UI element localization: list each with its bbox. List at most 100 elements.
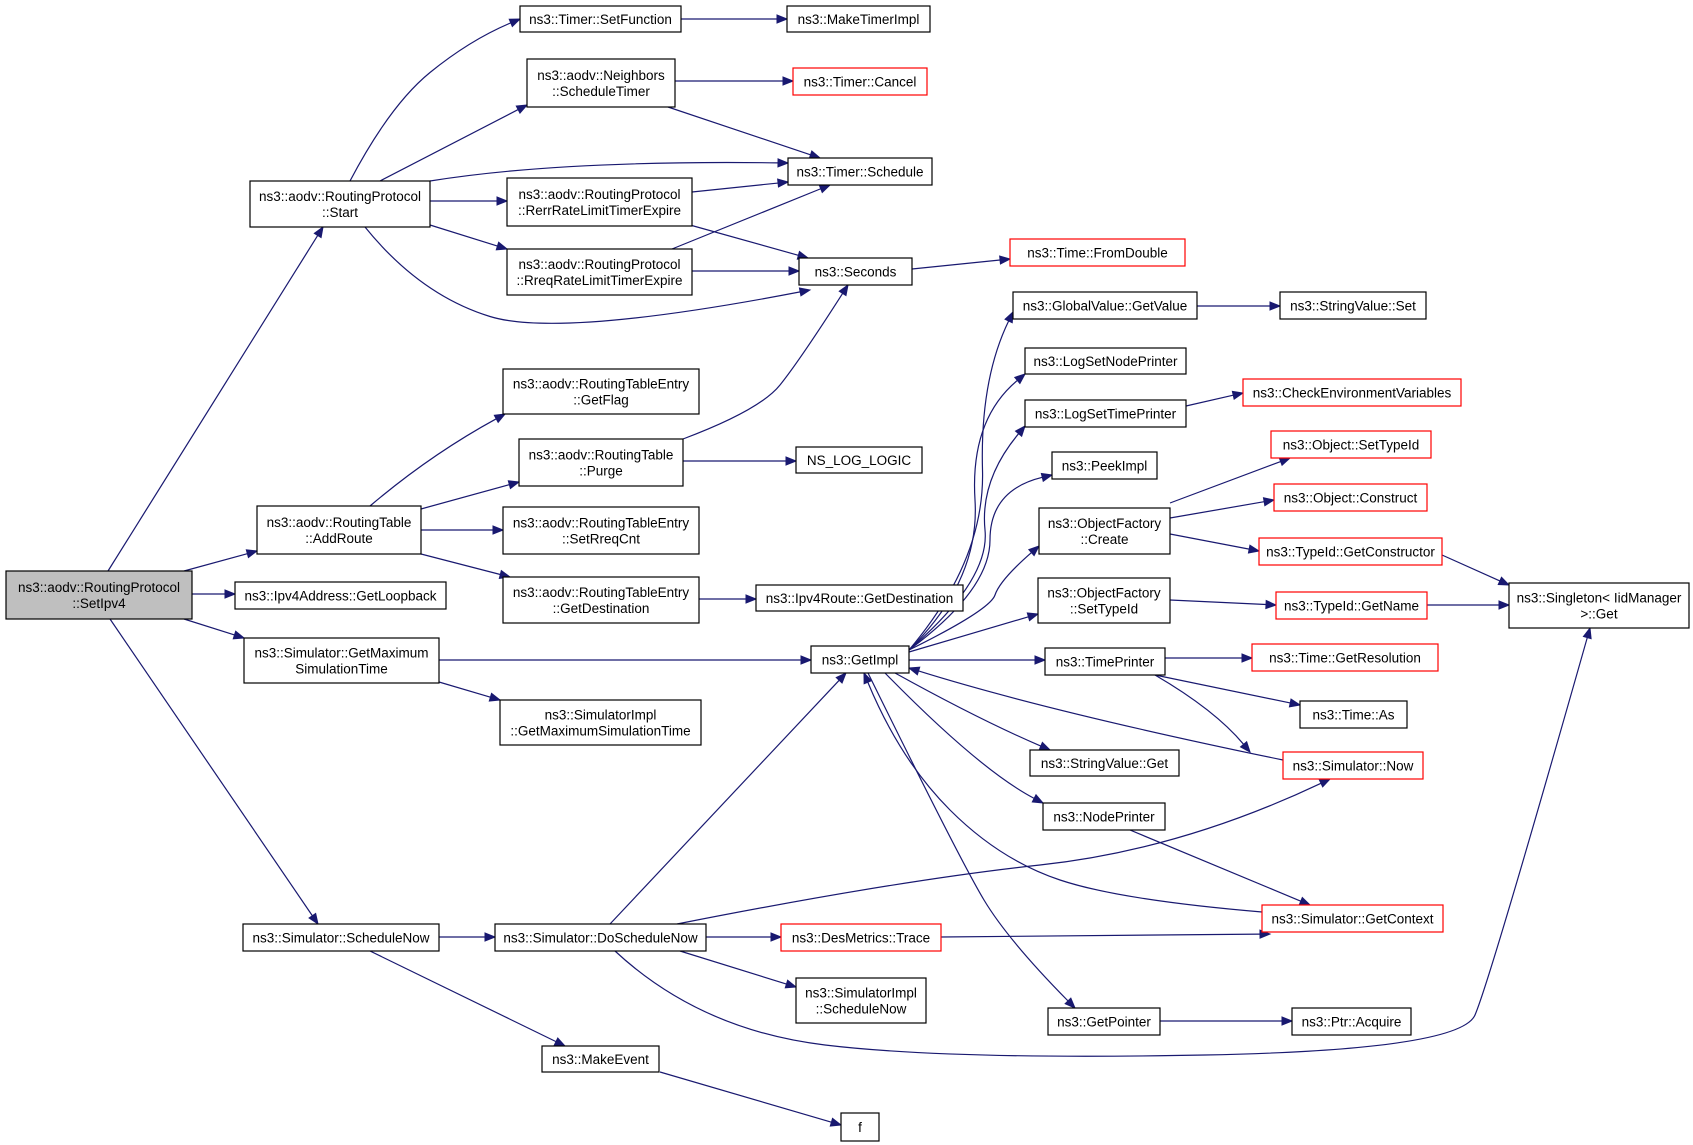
node-timercancel[interactable]: ns3::Timer::Cancel	[792, 67, 928, 96]
edge-line	[438, 681, 491, 698]
edge-arrowhead	[1241, 653, 1254, 663]
node-setipv4[interactable]: ns3::aodv::RoutingProtocol::SetIpv4	[5, 570, 193, 620]
node-objconstruct[interactable]: ns3::Object::Construct	[1273, 483, 1428, 512]
node-timeprinter[interactable]: ns3::TimePrinter	[1044, 647, 1166, 676]
node-addroute[interactable]: ns3::aodv::RoutingTable::AddRoute	[256, 505, 422, 555]
node-getdest[interactable]: ns3::aodv::RoutingTableEntry::GetDestina…	[502, 576, 700, 624]
node-label: ns3::CheckEnvironmentVariables	[1253, 386, 1452, 401]
node-purge[interactable]: ns3::aodv::RoutingTable::Purge	[518, 438, 684, 487]
node-getimpl[interactable]: ns3::GetImpl	[810, 645, 910, 674]
node-f[interactable]: f	[840, 1112, 880, 1142]
edge-getimpl-to-peekimpl	[908, 472, 1054, 651]
node-ptracquire[interactable]: ns3::Ptr::Acquire	[1291, 1007, 1412, 1036]
node-label: NS_LOG_LOGIC	[807, 453, 912, 468]
node-timerschedule[interactable]: ns3::Timer::Schedule	[787, 157, 933, 186]
edge-arrowhead	[1262, 497, 1276, 507]
node-label: ::ScheduleTimer	[552, 84, 650, 99]
node-label: ns3::SimulatorImpl	[805, 986, 917, 1001]
edge-arrowhead	[1064, 997, 1076, 1009]
edge-neighbors-to-timercancel	[675, 76, 795, 86]
node-label: ::Purge	[579, 464, 623, 479]
edge-arrowhead	[777, 178, 790, 188]
node-simimplmax[interactable]: ns3::SimulatorImpl::GetMaximumSimulation…	[499, 699, 702, 746]
node-logtimeprinter[interactable]: ns3::LogSetTimePrinter	[1024, 399, 1187, 428]
node-label: ::GetFlag	[573, 393, 629, 408]
node-doschedulenow[interactable]: ns3::Simulator::DoScheduleNow	[494, 923, 707, 952]
node-box	[1012, 291, 1198, 320]
node-label: ns3::Object::SetTypeId	[1283, 438, 1420, 453]
node-fromdouble[interactable]: ns3::Time::FromDouble	[1009, 238, 1186, 267]
node-objsettypeid[interactable]: ns3::Object::SetTypeId	[1270, 430, 1432, 459]
node-rreq[interactable]: ns3::aodv::RoutingProtocol::RreqRateLimi…	[506, 248, 693, 296]
edge-getimpl-to-ofcreate	[908, 545, 1041, 651]
node-neighbors[interactable]: ns3::aodv::Neighbors::ScheduleTimer	[526, 58, 676, 108]
edge-setipv4-to-addroute	[183, 549, 259, 572]
edge-addroute-to-purge	[420, 480, 521, 510]
node-box	[494, 923, 707, 952]
edge-arrowhead	[1027, 545, 1041, 557]
node-box	[1009, 238, 1186, 267]
node-simimplschednow[interactable]: ns3::SimulatorImpl::ScheduleNow	[795, 977, 927, 1024]
edge-setipv4-to-start	[107, 225, 324, 572]
node-globalvalue[interactable]: ns3::GlobalValue::GetValue	[1012, 291, 1198, 320]
edge-start-to-neighbors	[379, 104, 529, 182]
node-typeidgetname[interactable]: ns3::TypeId::GetName	[1275, 591, 1428, 620]
node-singleton[interactable]: ns3::Singleton< IidManager>::Get	[1508, 582, 1690, 629]
node-label: ns3::Simulator::Now	[1293, 759, 1414, 774]
edge-setipv4-to-getloopback	[186, 589, 237, 599]
edge-arrowhead	[863, 671, 873, 685]
edge-globalvalue-to-stringvalueset	[1197, 301, 1282, 311]
node-nodeprinter[interactable]: ns3::NodePrinter	[1042, 802, 1166, 831]
node-ofsettypeid[interactable]: ns3::ObjectFactory::SetTypeId	[1037, 577, 1171, 624]
node-simnow[interactable]: ns3::Simulator::Now	[1282, 751, 1424, 780]
node-label: ns3::aodv::RoutingTable	[267, 515, 412, 530]
edge-start-to-seconds	[364, 226, 812, 324]
node-stringvalueset[interactable]: ns3::StringValue::Set	[1279, 291, 1427, 320]
edge-arrowhead	[1265, 599, 1278, 610]
node-setreqcnt[interactable]: ns3::aodv::RoutingTableEntry::SetRreqCnt	[502, 506, 700, 555]
node-getflag[interactable]: ns3::aodv::RoutingTableEntry::GetFlag	[502, 368, 700, 415]
node-peekimpl[interactable]: ns3::PeekImpl	[1051, 451, 1158, 480]
edge-arrowhead	[1004, 310, 1014, 324]
node-lognodeprinter[interactable]: ns3::LogSetNodePrinter	[1024, 347, 1187, 375]
node-label: ns3::Ipv4Address::GetLoopback	[244, 589, 436, 604]
node-makeevent[interactable]: ns3::MakeEvent	[541, 1045, 660, 1073]
node-maketimerimpl[interactable]: ns3::MakeTimerImpl	[786, 5, 931, 33]
edge-line	[908, 552, 1032, 651]
edge-line	[679, 950, 787, 985]
edge-arrowhead	[1013, 373, 1027, 385]
node-ofcreate[interactable]: ns3::ObjectFactory::Create	[1038, 507, 1171, 555]
node-nsloglogic[interactable]: NS_LOG_LOGIC	[795, 446, 923, 474]
node-setfunction[interactable]: ns3::Timer::SetFunction	[519, 5, 682, 33]
edge-doschedulenow-to-singleton	[614, 626, 1592, 1057]
node-checkenv[interactable]: ns3::CheckEnvironmentVariables	[1242, 378, 1462, 407]
node-getpointer[interactable]: ns3::GetPointer	[1047, 1007, 1161, 1036]
node-destrace[interactable]: ns3::DesMetrics::Trace	[780, 923, 942, 952]
edge-doschedulenow-to-destrace	[706, 932, 783, 942]
edge-getconstructor-to-singleton	[1441, 554, 1511, 586]
node-label: ns3::GetImpl	[822, 653, 899, 668]
node-start[interactable]: ns3::aodv::RoutingProtocol::Start	[249, 180, 431, 228]
node-getconstructor[interactable]: ns3::TypeId::GetConstructor	[1258, 537, 1443, 566]
node-rerr[interactable]: ns3::aodv::RoutingProtocol::RerrRateLimi…	[506, 177, 693, 227]
edge-arrowhead	[785, 456, 798, 466]
node-getresolution[interactable]: ns3::Time::GetResolution	[1251, 643, 1439, 672]
edge-arrowhead	[1288, 698, 1302, 708]
edge-arrowhead	[493, 413, 507, 424]
node-label: ns3::Seconds	[815, 265, 897, 280]
node-getcontext[interactable]: ns3::Simulator::GetContext	[1261, 904, 1444, 933]
node-label: ns3::aodv::RoutingTableEntry	[513, 516, 690, 531]
node-getmaxsim[interactable]: ns3::Simulator::GetMaximumSimulationTime	[243, 637, 440, 684]
node-seconds[interactable]: ns3::Seconds	[798, 257, 913, 286]
node-timeas[interactable]: ns3::Time::As	[1299, 700, 1408, 729]
node-getloopback[interactable]: ns3::Ipv4Address::GetLoopback	[234, 581, 447, 610]
node-label: ns3::TypeId::GetConstructor	[1266, 545, 1435, 560]
node-schedulenow[interactable]: ns3::Simulator::ScheduleNow	[242, 923, 440, 952]
node-stringvalueget[interactable]: ns3::StringValue::Get	[1029, 749, 1180, 777]
edge-line	[676, 782, 1322, 925]
edge-line	[420, 553, 501, 576]
edge-purge-to-seconds	[682, 283, 849, 440]
node-label: ns3::ObjectFactory	[1048, 516, 1162, 531]
edge-arrowhead	[1318, 778, 1332, 788]
node-ipv4routegetdest[interactable]: ns3::Ipv4Route::GetDestination	[755, 584, 964, 612]
